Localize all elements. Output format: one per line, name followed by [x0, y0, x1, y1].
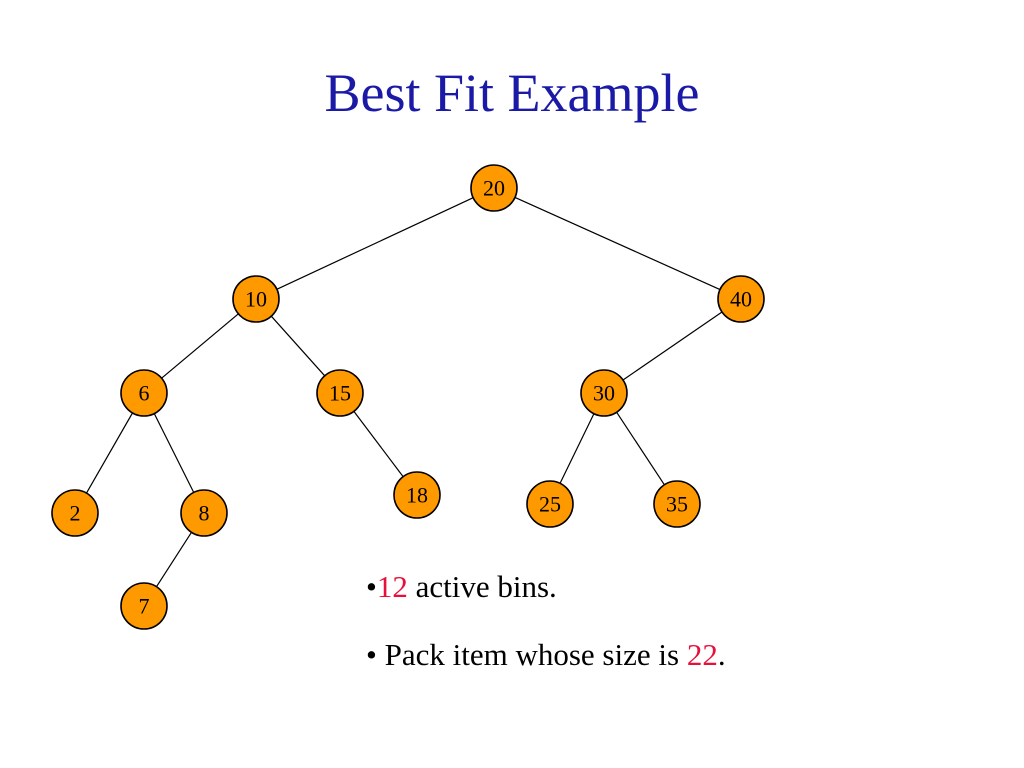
tree-node-label: 10 [245, 287, 267, 312]
tree-node-18: 18 [393, 471, 441, 519]
tree-edge [155, 531, 193, 588]
tree-node-35: 35 [653, 480, 701, 528]
tree-node-15: 15 [316, 369, 364, 417]
tree-node-label: 18 [406, 483, 428, 508]
tree-node-8: 8 [180, 489, 228, 537]
tree-edge [153, 413, 195, 493]
tree-node-label: 30 [593, 381, 615, 406]
tree-node-circle [232, 275, 280, 323]
tree-edge [622, 311, 723, 381]
pack-item-text: Pack item whose size is [384, 637, 687, 672]
tree-node-circle [51, 489, 99, 537]
tree-node-40: 40 [717, 275, 765, 323]
pack-item-period: . [717, 637, 726, 672]
tree-node-circle [470, 164, 518, 212]
tree-node-circle [653, 480, 701, 528]
tree-edge [276, 197, 474, 290]
tree-node-10: 10 [232, 275, 280, 323]
tree-node-6: 6 [120, 369, 168, 417]
tree-node-circle [580, 369, 628, 417]
tree-node-circle [526, 480, 574, 528]
item-size-value: 22 [686, 637, 718, 672]
bullet-pack-item: • Pack item whose size is 22. [366, 638, 726, 672]
tree-node-circle [316, 369, 364, 417]
tree-node-label: 6 [139, 381, 150, 406]
tree-node-2: 2 [51, 489, 99, 537]
tree-node-label: 20 [483, 176, 505, 201]
tree-node-label: 40 [730, 287, 752, 312]
tree-edge [85, 412, 134, 494]
tree-edge [559, 413, 595, 484]
tree-node-label: 8 [199, 501, 210, 526]
tree-node-circle [393, 471, 441, 519]
tree-node-circle [180, 489, 228, 537]
tree-node-circle [120, 582, 168, 630]
tree-edge [514, 196, 721, 291]
tree-edge [270, 315, 326, 377]
tree-edge [161, 313, 239, 379]
tree-node-label: 25 [539, 492, 561, 517]
tree-node-25: 25 [526, 480, 574, 528]
tree-edges [85, 196, 723, 588]
bullet-marker: • [366, 569, 377, 604]
tree-node-20: 20 [470, 164, 518, 212]
tree-node-circle [120, 369, 168, 417]
bullet-active-bins: •12 active bins. [366, 570, 726, 604]
tree-node-label: 35 [666, 492, 688, 517]
slide-title: Best Fit Example [324, 63, 700, 123]
bullet-list: •12 active bins. • Pack item whose size … [366, 570, 726, 672]
tree-node-label: 15 [329, 381, 351, 406]
tree-node-7: 7 [120, 582, 168, 630]
tree-edge [353, 411, 404, 477]
tree-node-circle [717, 275, 765, 323]
active-bins-text: active bins. [407, 569, 557, 604]
tree-node-label: 7 [139, 594, 150, 619]
tree-edge [616, 411, 665, 486]
tree-node-30: 30 [580, 369, 628, 417]
tree-node-label: 2 [70, 501, 81, 526]
bullet-marker: • [366, 637, 385, 672]
tree-nodes: 20 10 40 6 15 30 2 8 18 25 35 7 [51, 164, 765, 630]
active-bins-count: 12 [376, 569, 408, 604]
